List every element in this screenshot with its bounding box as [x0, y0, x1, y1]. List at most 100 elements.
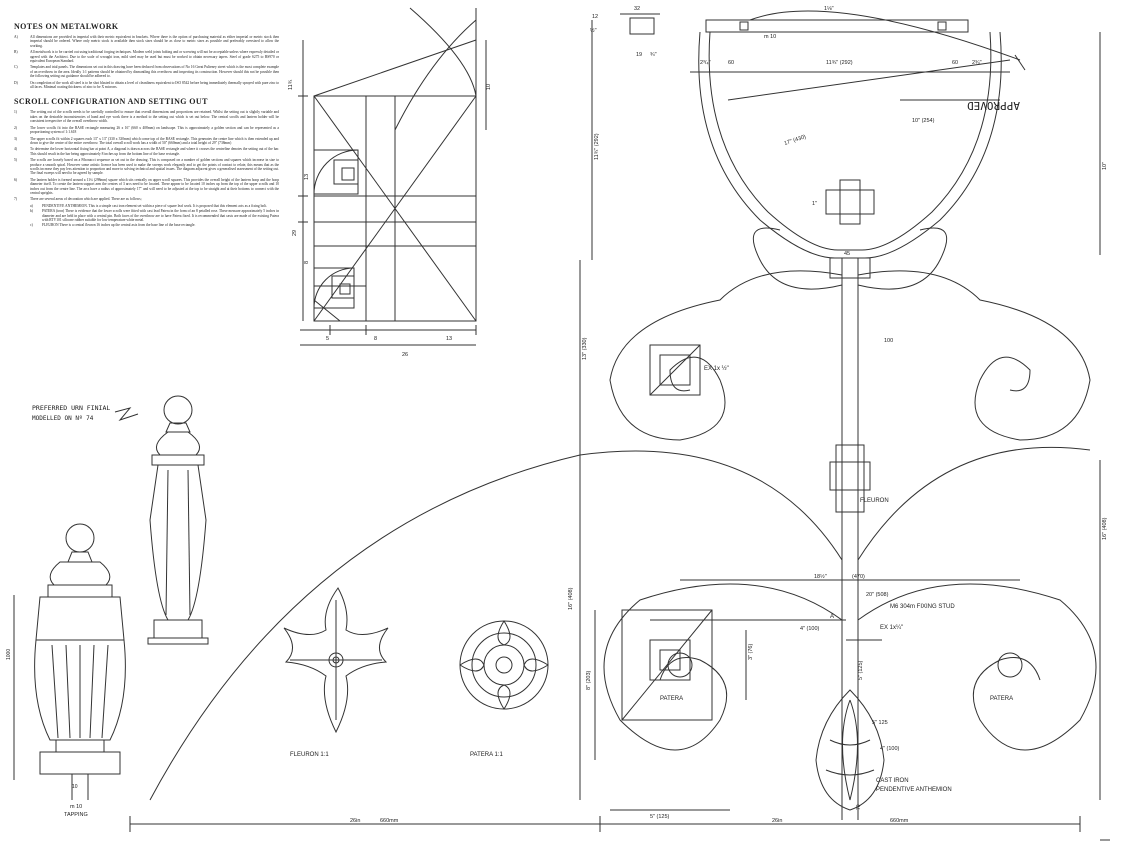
patera-right-label: PATERA [990, 696, 1013, 702]
note-text: The lower scrolls fit into the BASE rect… [30, 125, 279, 135]
dim-16-right: 16" (408) [1102, 517, 1108, 540]
dim-70: 70 [856, 804, 862, 810]
note-text: The setting out of the scrolls needs to … [30, 110, 279, 124]
dim-13: 13" (330) [582, 337, 588, 360]
dim-660-right: 660mm [890, 818, 909, 824]
dim-4-upper: 4" (100) [800, 626, 820, 632]
finial-base-dim: 10 [72, 784, 78, 790]
point-a-label: A [830, 614, 834, 620]
note-label: 5) [14, 158, 17, 163]
setting-out-diagram [298, 7, 487, 346]
note-label: a) [30, 203, 33, 208]
note-subparagraph: b) PATERA (iron) These is evidence that t… [30, 209, 279, 222]
finial-label-line2: MODELLED ON Nº 74 [32, 415, 94, 422]
diagram-dim-8: 8 [304, 261, 310, 264]
dim-half: ½" [590, 27, 597, 34]
note-text: All metalwork is to be carried out using… [30, 50, 279, 64]
dim-side-10: 10" [1102, 162, 1108, 170]
note-label: b) [30, 209, 33, 214]
dim-32: 32 [634, 6, 640, 12]
note-text: PATERA (iron) These is evidence that the… [42, 209, 279, 222]
note-paragraph: 3)The upper scrolls fit within 2 squares… [14, 137, 279, 146]
dim-3: 3" (76) [748, 644, 754, 660]
note-text: FLEURON There is a central fleuron 16 in… [42, 223, 196, 228]
note-paragraph: 5) The scrolls are loosely based on a Fib… [14, 158, 279, 176]
note-paragraph: 1)The setting out of the scrolls needs t… [14, 110, 279, 123]
note-label: C) [14, 65, 18, 70]
diagram-dim-26: 26 [402, 352, 408, 358]
note-paragraph: 6) The lantern holder is formed around a … [14, 178, 279, 196]
note-paragraph: B)All metalwork is to be carried out usi… [14, 50, 279, 63]
diagram-dim-11-3-4: 11¾ [288, 79, 294, 90]
tapping-label: TAPPING [64, 812, 88, 818]
dim-20: 20" (508) [866, 592, 889, 598]
approved-stamp: APPROVED [967, 99, 1020, 112]
note-text: The lantern holder is formed around a 11… [30, 177, 279, 195]
note-text: There are several areas of decoration wh… [30, 197, 142, 202]
fleuron-detail [283, 587, 389, 734]
dim-660-left: 660mm [380, 818, 399, 824]
note-paragraph: 4) To determine the lower horizontal fixi… [14, 147, 279, 156]
dim-12: 12 [592, 14, 598, 20]
scroll-notes-title: SCROLL CONFIGURATION AND SETTING OUT [14, 97, 208, 107]
note-text: All dimensions are provided in imperial … [30, 35, 279, 48]
note-subparagraph: c) FLEURON There is a central fleuron 16 … [30, 223, 279, 227]
ex-small-label: EX 1x ½" [704, 365, 729, 372]
note-paragraph: C) Templates and trial panels. The dimens… [14, 65, 279, 78]
dim-left-end: 2³/₄" [700, 60, 711, 66]
dim-8: 8" (203) [586, 670, 592, 690]
tapping-size: m 10 [70, 804, 82, 810]
dim-100: 100 [884, 338, 893, 344]
note-text: To determine the lower horizontal fixing… [30, 147, 279, 156]
note-text: The scrolls are loosely based on a Fibon… [30, 158, 279, 176]
dim-1in: 1" [812, 201, 817, 207]
note-label: D) [14, 80, 18, 85]
dim-4-lower: 4" (100) [880, 746, 900, 752]
note-label: c) [30, 223, 33, 228]
dim-5-vertical: 5" (125) [858, 660, 864, 680]
overthrow-elevation [129, 10, 1110, 841]
fixing-stud-label: M6 304m FIXING STUD [890, 604, 955, 610]
notes-panel: NOTES ON METALWORK A) All dimensions are … [14, 22, 279, 229]
note-label: 2) [14, 125, 17, 130]
urn-finial-preferred [147, 395, 209, 645]
dim-16-left: 16" (408) [568, 587, 574, 610]
dim-26-left: 26in [350, 818, 360, 824]
finial-label-line1: PREFERRED URN FINIAL [32, 404, 110, 412]
dim-470: (470) [852, 574, 865, 580]
dim-arm-offset: 10" (254) [912, 118, 935, 124]
patera-detail [459, 620, 549, 710]
note-paragraph: 2) The lower scrolls fit into the BASE re… [14, 126, 279, 135]
note-label: A) [14, 35, 18, 39]
dim-19: 19 [636, 52, 642, 58]
note-label: 4) [14, 147, 17, 152]
dim-5-bottom: 5" (125) [650, 814, 670, 820]
dim-45: 45 [844, 251, 850, 257]
metalwork-notes-title: NOTES ON METALWORK [14, 22, 119, 31]
note-text: On completion of the work all steel is t… [30, 80, 279, 90]
patera-scale-label: PATERA 1:1 [470, 752, 503, 758]
dim-right-end: 2¾" [972, 60, 982, 66]
diagram-dim-10: 10 [486, 84, 492, 90]
note-label: 7) [14, 197, 17, 202]
patera-left-label: PATERA [660, 696, 683, 702]
dim-right-60: 60 [952, 60, 958, 66]
note-label: 6) [14, 177, 17, 182]
diagram-dim-5: 5 [326, 336, 329, 342]
note-paragraph: A) All dimensions are provided in imperia… [14, 35, 279, 48]
note-text: Templates and trial panels. The dimensio… [30, 65, 279, 79]
note-paragraph: 7) There are several areas of decoration … [14, 197, 279, 201]
dim-left-60: 60 [728, 60, 734, 66]
cast-iron-label-line2: PENDENTIVE ANTHEMION [876, 787, 952, 793]
dim-top-width: 1⅛" [824, 6, 834, 12]
note-paragraph: D) On completion of the work all steel is… [14, 81, 279, 90]
note-text: The upper scrolls fit within 2 squares e… [30, 136, 279, 145]
ex-large-label: EX 1x¼" [880, 625, 903, 631]
dim-26-right: 26in [772, 818, 782, 824]
fleuron-scale-label: FLEURON 1:1 [290, 752, 329, 758]
dim-18-half: 18½" [814, 573, 827, 580]
dim-hoop-height: 11¾" (292) [594, 133, 600, 160]
diagram-dim-13b: 13 [446, 336, 452, 342]
fleuron-elevation-label: FLEURON [860, 498, 889, 504]
note-subparagraph: a)PENDENTIVE ANTHEMION. This is a simple… [30, 204, 279, 208]
